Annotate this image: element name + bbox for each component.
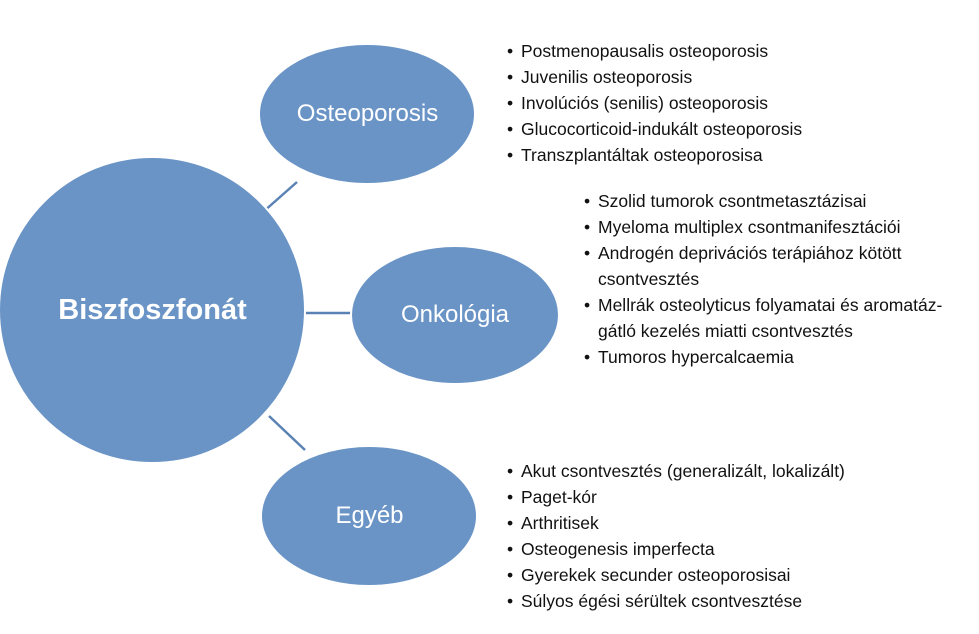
connector-egyeb (268, 415, 306, 451)
list-item: Glucocorticoid-indukált osteoporosis (507, 116, 802, 142)
list-item: Myeloma multiplex csontmanifesztációi (584, 214, 974, 240)
list-item: Androgén deprivációs terápiához kötött c… (584, 240, 974, 292)
list-item: Szolid tumorok csontmetasztázisai (584, 188, 974, 214)
list-item: Mellrák osteolyticus folyamatai és aroma… (584, 292, 974, 344)
list-item: Gyerekek secunder osteoporosisai (507, 562, 845, 588)
osteoporosis-label: Osteoporosis (296, 100, 439, 127)
connector-osteoporosis (262, 181, 298, 213)
list-item: Tumoros hypercalcaemia (584, 344, 974, 370)
list-item: Paget-kór (507, 484, 845, 510)
egyeb-node (260, 445, 478, 587)
osteoporosis-list: Postmenopausalis osteoporosis Juvenilis … (507, 38, 802, 168)
onkologia-node (350, 245, 560, 385)
list-item: Osteogenesis imperfecta (507, 536, 845, 562)
list-item: Súlyos égési sérültek csontvesztése (507, 588, 845, 614)
list-item: Postmenopausalis osteoporosis (507, 38, 802, 64)
list-item: Transzplantáltak osteoporosisa (507, 142, 802, 168)
list-item: Juvenilis osteoporosis (507, 64, 802, 90)
egyeb-list: Akut csontvesztés (generalizált, lokaliz… (507, 458, 845, 614)
onkologia-label: Onkológia (400, 301, 510, 328)
center-node (0, 156, 306, 464)
osteoporosis-node (258, 43, 476, 185)
list-item: Akut csontvesztés (generalizált, lokaliz… (507, 458, 845, 484)
center-label: Biszfoszfonát (58, 293, 247, 326)
onkologia-list: Szolid tumorok csontmetasztázisai Myelom… (584, 188, 974, 370)
egyeb-label: Egyéb (335, 502, 404, 529)
list-item: Arthritisek (507, 510, 845, 536)
list-item: Involúciós (senilis) osteoporosis (507, 90, 802, 116)
